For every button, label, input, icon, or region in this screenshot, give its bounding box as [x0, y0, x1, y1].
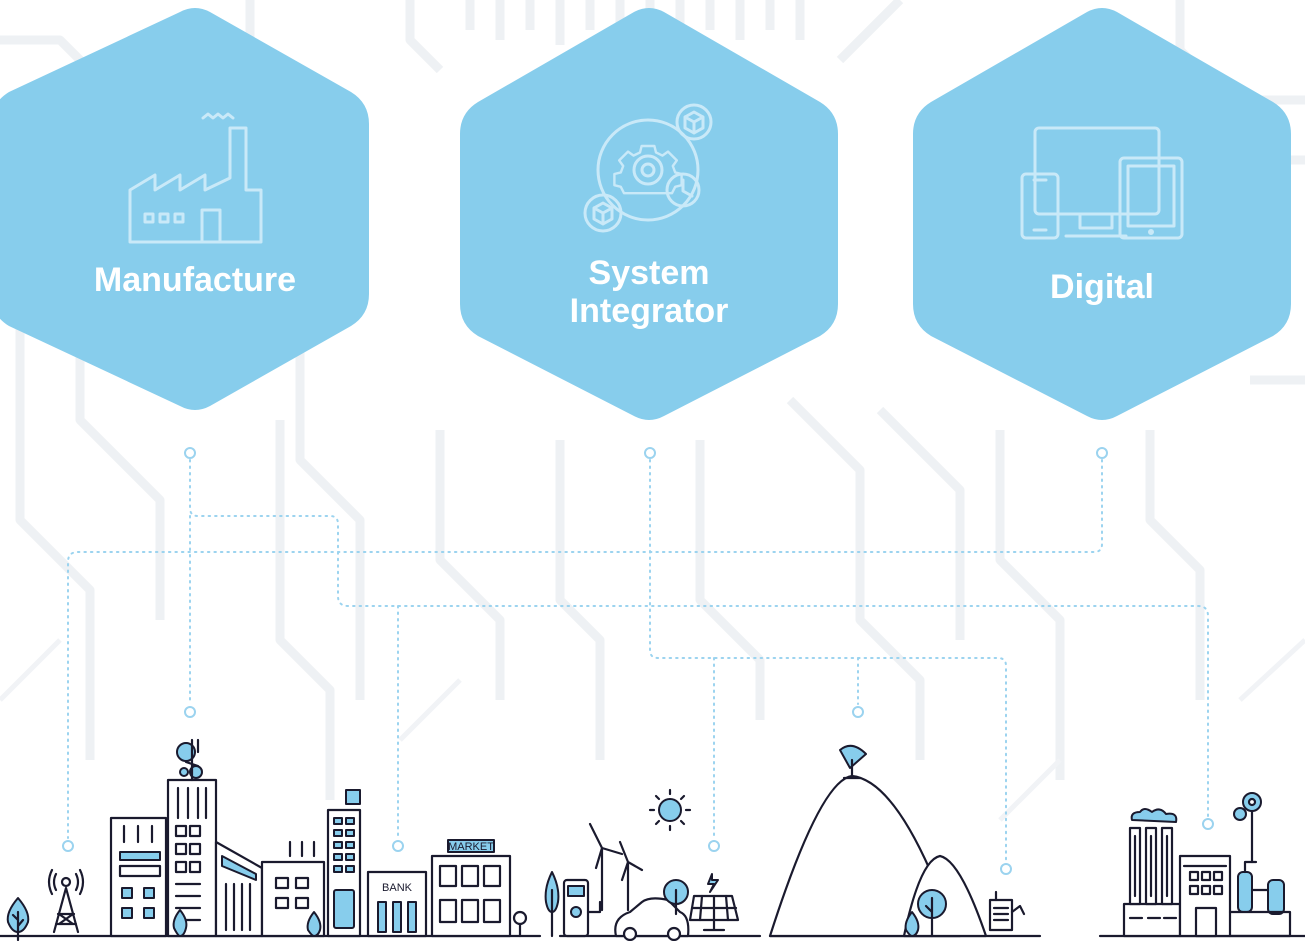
connector-nodes [62, 447, 1214, 875]
gears-cubes-icon [583, 103, 713, 233]
green-energy-scene [544, 788, 740, 941]
bank-building: BANK [366, 870, 428, 938]
slanted-building [214, 840, 264, 938]
connector-lines [67, 459, 1209, 863]
low-building [260, 840, 326, 938]
devices-icon [1020, 126, 1184, 240]
mountain-satellite [768, 744, 1026, 938]
city-skyline: BANK MARKET [0, 738, 1305, 941]
antenna-tower-building [166, 738, 218, 938]
hex-title-manufacture: Manufacture [94, 261, 296, 299]
hex-system-integrator[interactable] [460, 8, 838, 420]
office-building [109, 816, 168, 938]
radio-tower-icon [47, 868, 85, 934]
tree-icon [6, 897, 30, 941]
circuit-background [0, 0, 1305, 822]
market-sign: MARKET [448, 841, 494, 853]
hex-title-system-line1: System [589, 254, 710, 292]
hex-title-digital: Digital [1050, 268, 1154, 306]
market-building: MARKET [430, 839, 528, 938]
skyscraper [326, 789, 362, 938]
bank-sign: BANK [382, 882, 413, 894]
hex-title-system-line2: Integrator [570, 292, 729, 330]
industrial-plant [1122, 792, 1292, 938]
factory-icon [128, 112, 263, 244]
hex-manufacture[interactable] [0, 8, 369, 410]
